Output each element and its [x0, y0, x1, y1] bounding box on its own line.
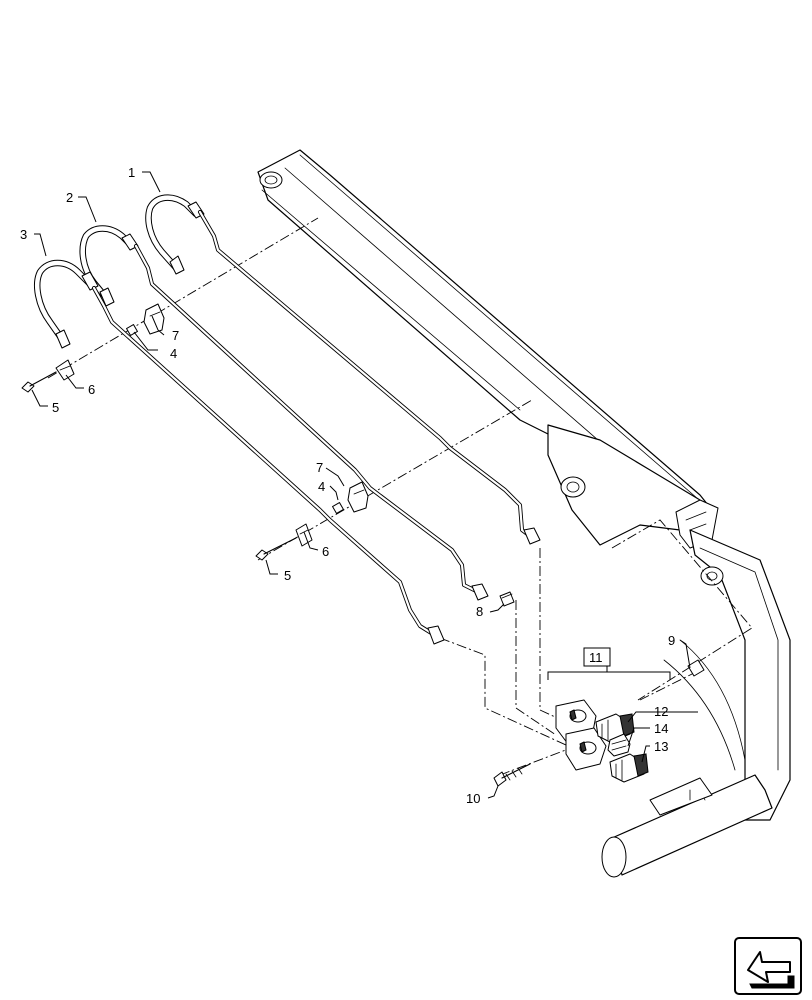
callout-7-lower: 7 [316, 460, 323, 475]
quick-coupler-13 [609, 753, 649, 783]
fitting-9 [687, 659, 705, 677]
hydraulic-tube-1 [198, 210, 541, 545]
spacer-4-lower [332, 502, 344, 514]
loader-arm [257, 149, 791, 878]
hydraulic-tube-2 [134, 244, 489, 601]
callout-4-lower: 4 [318, 479, 325, 494]
callout-7-upper: 7 [172, 328, 179, 343]
callout-2: 2 [66, 190, 73, 205]
callout-labels: 1 2 3 4 7 6 5 7 4 6 5 8 9 10 11 12 14 13 [20, 165, 675, 806]
callout-5-lower: 5 [284, 568, 291, 583]
coupler-14 [607, 733, 631, 757]
callout-6-upper: 6 [88, 382, 95, 397]
hydraulic-tube-3 [92, 286, 445, 645]
callout-12: 12 [654, 704, 668, 719]
callout-leaders [31, 171, 698, 799]
bracket-6-lower [295, 523, 313, 547]
hydraulic-hose-3 [34, 259, 99, 349]
callout-6-lower: 6 [322, 544, 329, 559]
callout-9: 9 [668, 633, 675, 648]
return-arrow-icon[interactable] [734, 937, 802, 995]
callout-1: 1 [128, 165, 135, 180]
callout-11: 11 [589, 650, 603, 665]
callout-5-upper: 5 [52, 400, 59, 415]
bolt-10 [493, 763, 531, 787]
clip-7-upper [143, 303, 165, 335]
bolt-5-lower [255, 537, 297, 561]
callout-13: 13 [654, 739, 668, 754]
clip-7-lower [347, 481, 369, 513]
callout-14: 14 [654, 721, 668, 736]
callout-3: 3 [20, 227, 27, 242]
quick-coupler-block [555, 699, 607, 771]
callout-4-upper: 4 [170, 346, 177, 361]
bolt-5-upper [21, 371, 57, 393]
callout-11-box [583, 647, 611, 667]
hydraulic-hose-1 [145, 194, 205, 275]
callout-8: 8 [476, 604, 483, 619]
hydraulic-hose-2 [79, 225, 139, 307]
fitting-8 [499, 591, 515, 607]
callout-10: 10 [466, 791, 480, 806]
bracket-6-upper [55, 359, 75, 381]
